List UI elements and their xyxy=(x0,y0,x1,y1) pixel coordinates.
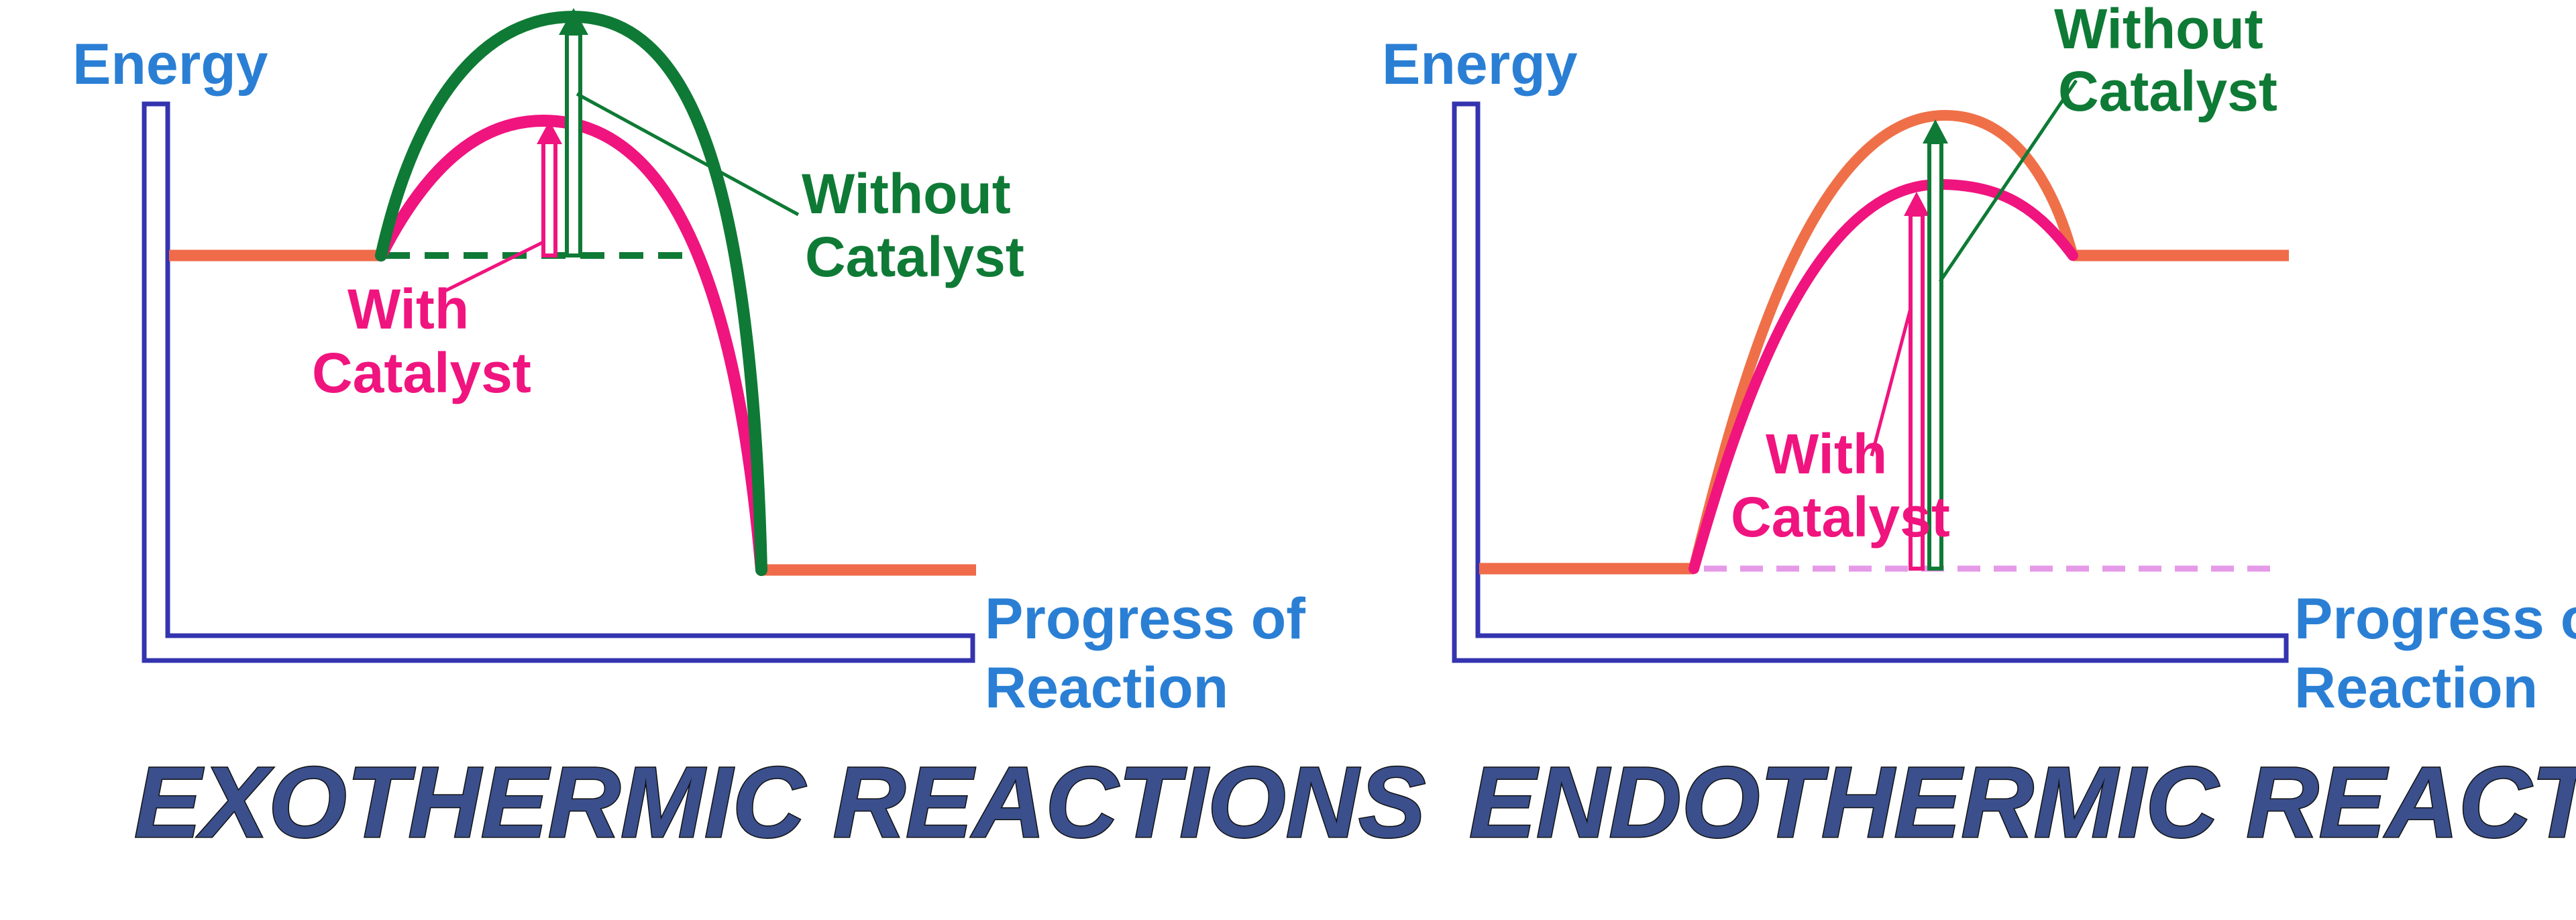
endo-without-catalyst-label-line1: Without xyxy=(2054,0,2263,60)
exo-with-catalyst-curve xyxy=(375,114,767,576)
endo-axis xyxy=(1452,101,2289,663)
endo-without-catalyst-leader xyxy=(1938,79,2078,283)
endo-with-catalyst-label-line2: Catalyst xyxy=(1731,485,1950,549)
endothermic-diagram: Energy Progress of Reaction Without Cata… xyxy=(1382,0,2576,860)
endo-without-catalyst-arrowhead xyxy=(1923,119,1948,143)
endo-progress-label-line1: Progress of xyxy=(2294,587,2576,651)
exo-with-catalyst-label-line2: Catalyst xyxy=(312,341,531,404)
endo-title: ENDOTHERMIC REACTIONS xyxy=(1469,746,2576,858)
exo-progress-label-line2: Reaction xyxy=(985,656,1228,720)
endo-with-catalyst-label-line1: With xyxy=(1766,422,1887,485)
endo-energy-label: Energy xyxy=(1382,32,1578,97)
exo-without-catalyst-curve xyxy=(375,10,767,576)
exo-with-catalyst-arrowhead xyxy=(537,121,562,144)
endo-without-catalyst-curve xyxy=(1688,109,2078,574)
exo-energy-label: Energy xyxy=(72,32,268,97)
exo-without-catalyst-label-line1: Without xyxy=(802,162,1011,225)
endo-progress-label-line2: Reaction xyxy=(2294,656,2538,720)
exo-title: EXOTHERMIC REACTIONS xyxy=(134,746,1426,858)
endo-with-catalyst-arrowhead xyxy=(1904,192,1929,216)
exo-progress-label-line1: Progress of xyxy=(985,587,1305,651)
exo-without-catalyst-label-line2: Catalyst xyxy=(805,225,1024,288)
endo-with-catalyst-curve xyxy=(1688,178,2078,574)
exo-with-catalyst-label-line1: With xyxy=(347,278,469,341)
exo-axis xyxy=(142,101,975,663)
exothermic-diagram: Energy Progress of Reaction Without Cata… xyxy=(72,8,1427,860)
exo-with-catalyst-leader xyxy=(438,239,546,296)
endo-without-catalyst-label-line2: Catalyst xyxy=(2058,60,2277,123)
exo-without-catalyst-arrowhead xyxy=(559,8,588,35)
exo-with-catalyst-arrow-shaft xyxy=(541,140,557,257)
exo-without-catalyst-leader xyxy=(576,92,800,217)
endo-with-catalyst-leader xyxy=(1870,308,1913,457)
exo-without-catalyst-arrow-shaft xyxy=(565,32,582,257)
